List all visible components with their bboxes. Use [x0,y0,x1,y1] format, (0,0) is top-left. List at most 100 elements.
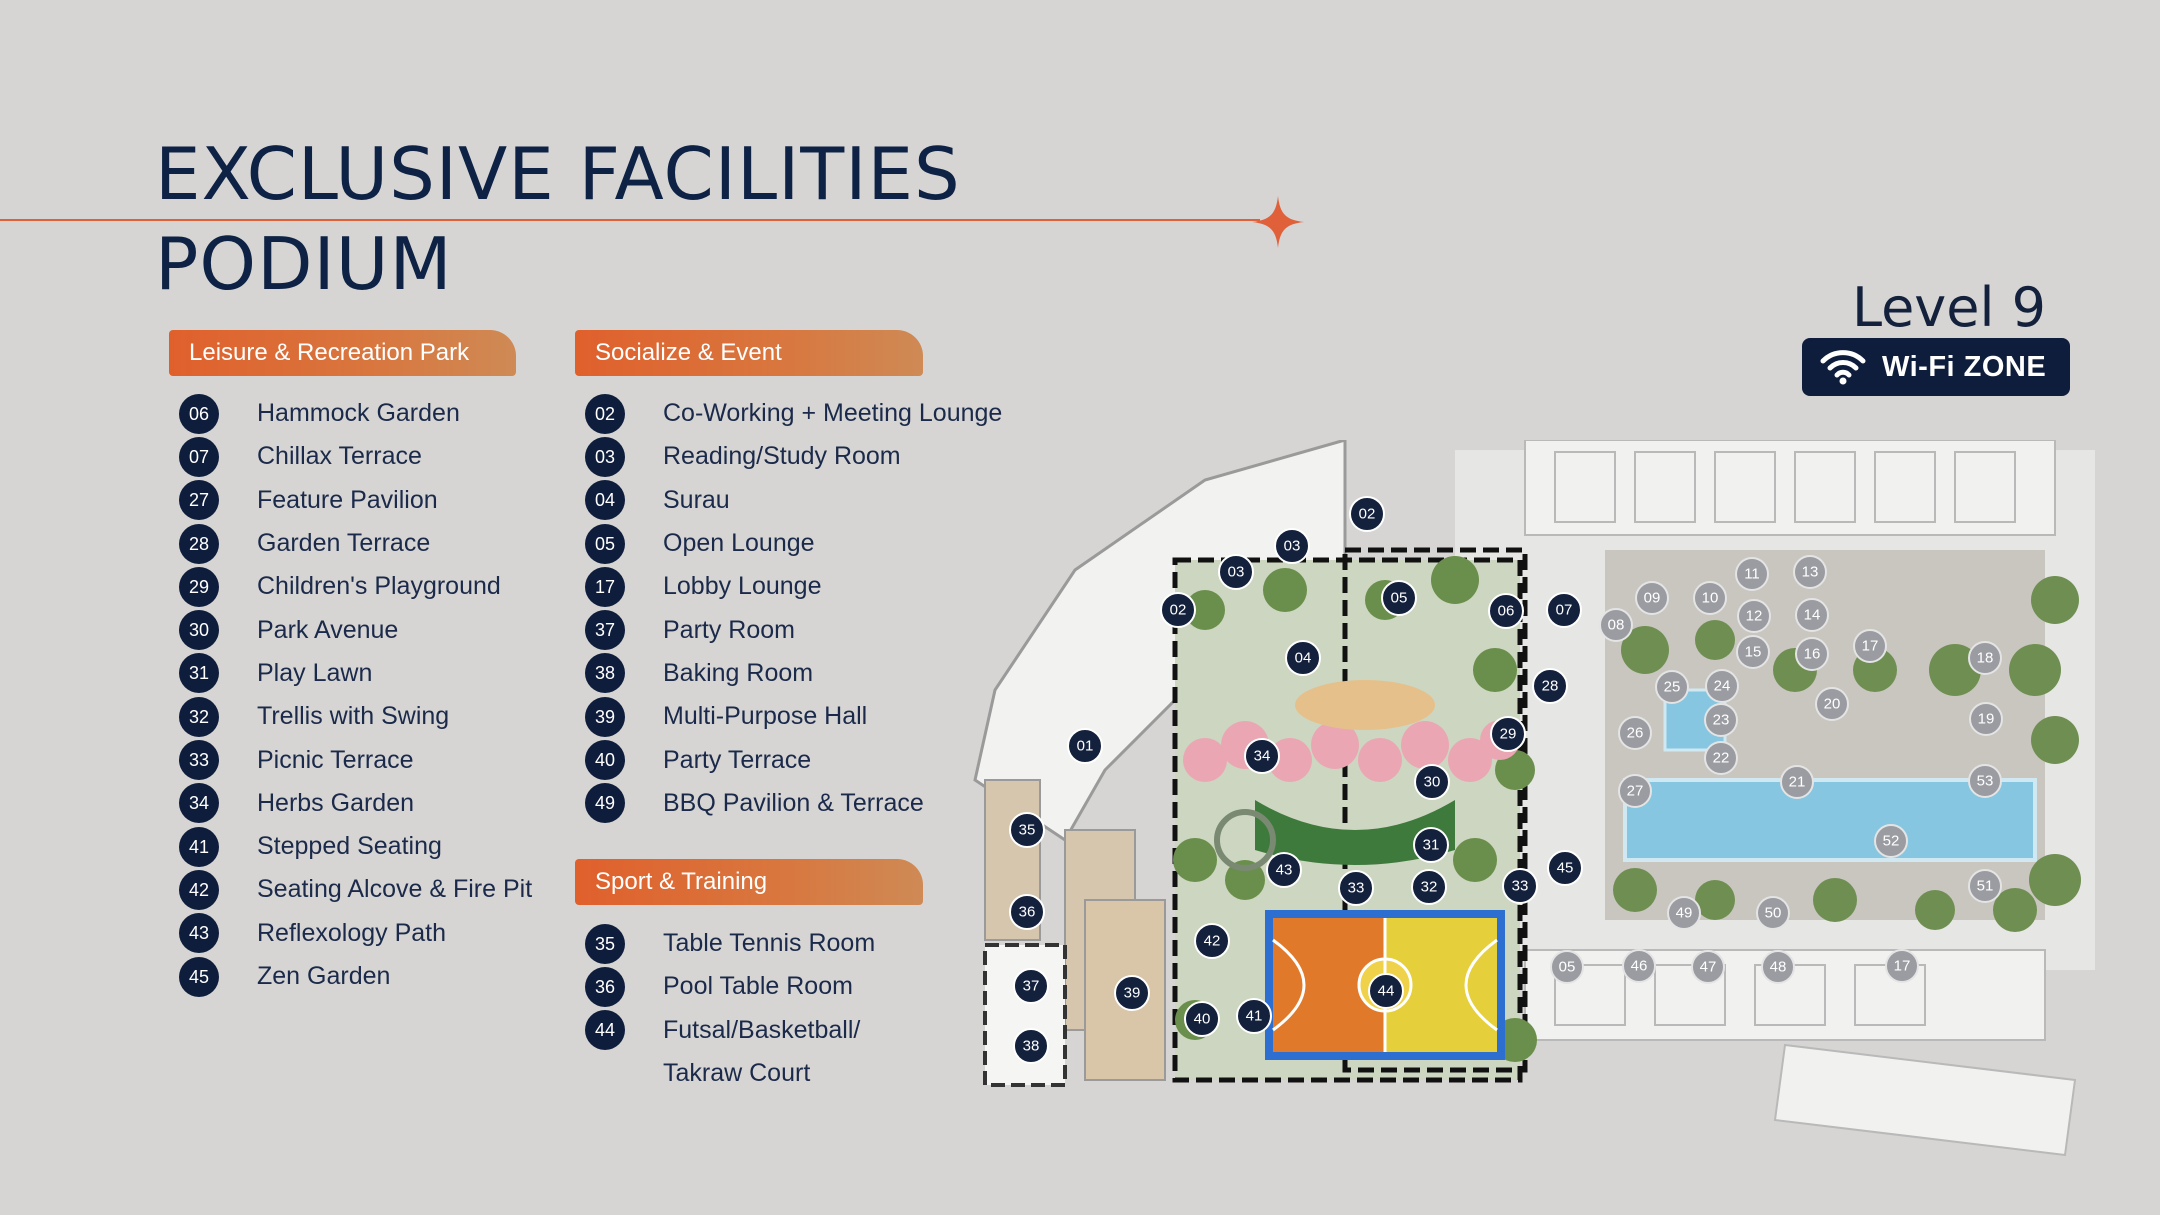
reflexology-path [1214,809,1276,871]
facility-label: Park Avenue [257,615,399,644]
map-marker-label: 40 [1194,1011,1211,1028]
map-marker-label: 15 [1745,644,1762,661]
map-marker: 53 [1968,764,2002,798]
map-marker-label: 38 [1023,1038,1040,1055]
facility-label: Co-Working + Meeting Lounge [663,399,1003,428]
accent-divider [0,219,1260,221]
play-lawn [1255,800,1455,865]
map-marker-label: 32 [1421,879,1438,896]
map-marker-label: 42 [1204,933,1221,950]
map-marker-label: 26 [1627,725,1644,742]
map-marker-label: 11 [1744,566,1760,583]
map-marker: 37 [1013,968,1049,1004]
facility-label: Open Lounge [663,529,815,558]
map-marker: 38 [1013,1028,1049,1064]
left-rooms-outline [983,943,1067,1087]
map-marker-label: 44 [1378,983,1395,1000]
facility-number-badge: 29 [179,566,219,607]
facility-label: Multi-Purpose Hall [663,702,868,731]
map-marker-label: 34 [1254,748,1271,765]
facility-number-badge: 06 [179,393,219,434]
facility-label: Baking Room [663,658,814,687]
facility-label: Stepped Seating [257,832,442,861]
map-marker: 10 [1693,581,1727,615]
map-marker: 13 [1793,555,1827,589]
map-marker-label: 27 [1627,783,1644,800]
list-item: 27 Feature Pavilion [179,479,532,522]
map-marker: 40 [1184,1001,1220,1037]
map-marker: 48 [1761,950,1795,984]
facility-number-badge: 37 [585,610,625,651]
facility-number-badge: 41 [179,826,219,867]
map-marker: 02 [1160,592,1196,628]
map-marker: 39 [1114,975,1150,1011]
wifi-zone-badge: Wi-Fi ZONE [1802,338,2070,396]
list-item: 40 Party Terrace [585,738,1002,781]
map-marker-label: 30 [1424,774,1441,791]
facility-label: Herbs Garden [257,788,415,817]
map-marker: 08 [1599,608,1633,642]
facility-label: Play Lawn [257,658,373,687]
left-wing-building [973,440,1347,843]
map-marker: 18 [1968,641,2002,675]
facility-number-badge: 34 [179,783,219,824]
map-marker-label: 39 [1124,985,1141,1002]
garden-boundary [1342,547,1528,1073]
map-marker-label: 29 [1500,726,1517,743]
map-marker: 42 [1194,923,1230,959]
map-marker: 27 [1618,774,1652,808]
facility-number-badge: 05 [585,523,625,564]
sparkle-star-icon [1252,196,1304,248]
facility-label: Reading/Study Room [663,442,901,471]
facility-label: Chillax Terrace [257,442,422,471]
facility-number-badge: 36 [585,966,625,1007]
map-marker: 46 [1622,949,1656,983]
map-marker: 12 [1737,599,1771,633]
map-marker-label: 06 [1498,603,1515,620]
map-marker: 06 [1488,593,1524,629]
page-subtitle: PODIUM [155,222,453,306]
facility-label: Garden Terrace [257,529,431,558]
facility-number-badge: 43 [179,913,219,954]
facility-number-badge: 02 [585,393,625,434]
map-marker: 36 [1009,894,1045,930]
facility-label: BBQ Pavilion & Terrace [663,788,924,817]
facility-number-badge: 35 [585,923,625,964]
map-marker-label: 04 [1295,650,1312,667]
map-marker-label: 53 [1977,773,1994,790]
map-marker: 04 [1285,640,1321,676]
list-item: 34 Herbs Garden [179,782,532,825]
facility-number-badge: 40 [585,740,625,781]
blossom-trees [1183,720,1520,782]
facility-label: Feature Pavilion [257,485,438,514]
wifi-zone-label: Wi-Fi ZONE [1882,350,2047,383]
map-marker-label: 41 [1246,1008,1263,1025]
facility-number-badge: 45 [179,956,219,997]
map-marker-label: 35 [1019,822,1036,839]
facility-number-badge: 27 [179,480,219,521]
facility-label: Lobby Lounge [663,572,822,601]
right-tower-block [1524,440,2077,1157]
map-marker: 33 [1338,870,1374,906]
section-header-social: Socialize & Event [575,330,923,376]
map-marker: 22 [1704,741,1738,775]
map-marker: 19 [1969,702,2003,736]
map-marker-label: 33 [1348,880,1365,897]
map-marker: 14 [1795,598,1829,632]
level-title: Level 9 [1851,276,2046,339]
facility-label: Party Terrace [663,745,812,774]
